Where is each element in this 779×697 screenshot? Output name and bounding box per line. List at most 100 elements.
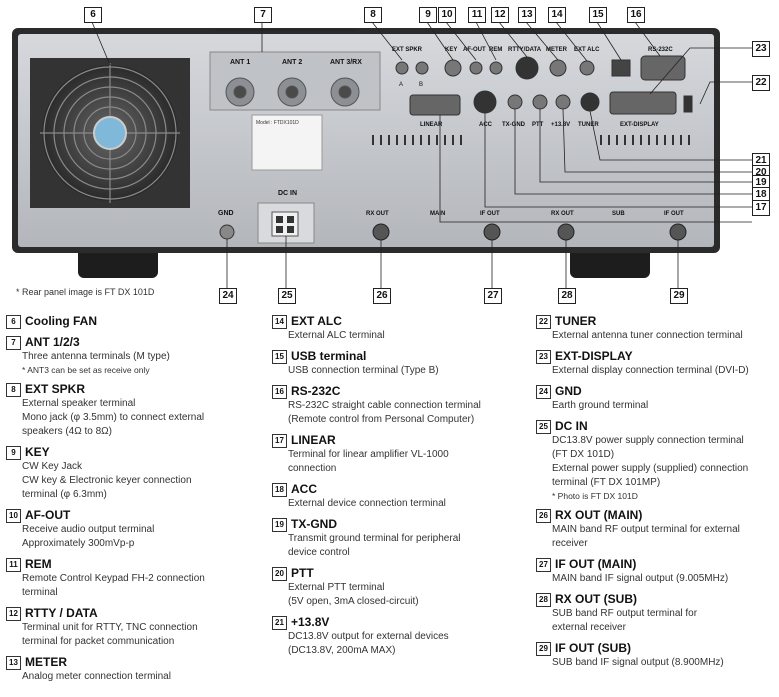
ant-connectors bbox=[225, 77, 360, 107]
legend-item-line: Terminal unit for RTTY, TNC connection bbox=[22, 622, 198, 633]
rx-out-main-label: RX OUT bbox=[366, 211, 389, 217]
if-out-sub-label: IF OUT bbox=[664, 211, 684, 217]
v138-label: +13.8V bbox=[551, 122, 570, 128]
legend-item-line: terminal (FT DX 101MP) bbox=[552, 477, 661, 488]
legend-item-title: RX OUT (MAIN) bbox=[555, 508, 643, 522]
legend-item-line: External speaker terminal bbox=[22, 398, 136, 409]
legend-item-number: 19 bbox=[272, 517, 287, 532]
sub-label: SUB bbox=[612, 211, 625, 217]
legend-item-line: Analog meter connection terminal bbox=[22, 671, 171, 682]
legend-item-line: Earth ground terminal bbox=[552, 400, 649, 411]
legend-item-number: 21 bbox=[272, 615, 287, 630]
ant3-label: ANT 3/RX bbox=[330, 59, 362, 66]
legend-item-number: 6 bbox=[6, 314, 21, 329]
legend-item-title: EXT SPKR bbox=[25, 382, 86, 396]
rear-panel-note: * Rear panel image is FT DX 101D bbox=[16, 287, 155, 297]
legend-item: 6 Cooling FAN bbox=[6, 314, 256, 329]
legend-item-line: USB connection terminal (Type B) bbox=[288, 365, 439, 376]
legend-item-number: 28 bbox=[536, 592, 551, 607]
legend-item-title: TUNER bbox=[555, 314, 597, 328]
rem-label: REM bbox=[489, 47, 502, 53]
rear-panel-diagram: ANT 1 ANT 2 ANT 3/RX Model : FTDX101D EX… bbox=[12, 21, 752, 288]
rf-out-connectors bbox=[372, 223, 687, 241]
legend-item-number: 29 bbox=[536, 641, 551, 656]
legend-item-line: Transmit ground terminal for peripheral bbox=[288, 533, 461, 544]
legend-item-number: 17 bbox=[272, 433, 287, 448]
legend-item-line: (DC13.8V, 200mA MAX) bbox=[288, 645, 396, 656]
ext-spkr-label: EXT SPKR bbox=[392, 47, 423, 53]
rs232c-label: RS-232C bbox=[648, 47, 673, 53]
meter-label: METER bbox=[546, 47, 568, 53]
callout-27: 27 bbox=[484, 288, 502, 304]
legend-item-line: MAIN band IF signal output (9.005MHz) bbox=[552, 573, 729, 584]
legend-item-line: device control bbox=[288, 547, 350, 558]
sticker-text: Model : FTDX101D bbox=[256, 120, 299, 126]
legend-item-line: RS-232C straight cable connection termin… bbox=[288, 400, 481, 411]
legend-item-title: Cooling FAN bbox=[25, 314, 97, 328]
legend-item-line: CW Key Jack bbox=[22, 461, 83, 472]
callout-12: 12 bbox=[491, 7, 509, 23]
legend-item-line: Mono jack (φ 3.5mm) to connect external bbox=[22, 412, 205, 423]
legend-item-title: AF-OUT bbox=[25, 508, 71, 522]
legend-item-number: 18 bbox=[272, 482, 287, 497]
legend-item-line: speakers (4Ω to 8Ω) bbox=[22, 426, 112, 437]
callout-11: 11 bbox=[468, 7, 486, 23]
if-out-main-label: IF OUT bbox=[480, 211, 500, 217]
legend-item-line: (FT DX 101D) bbox=[552, 449, 615, 460]
legend-item-line: (Remote control from Personal Computer) bbox=[288, 414, 475, 425]
legend-item-number: 12 bbox=[6, 606, 21, 621]
callout-9: 9 bbox=[419, 7, 437, 23]
tuner-label: TUNER bbox=[578, 122, 599, 128]
ext-alc-label: EXT ALC bbox=[574, 47, 600, 53]
legend-item-title: RS-232C bbox=[291, 384, 341, 398]
ptt-label: PTT bbox=[532, 122, 544, 128]
callout-7: 7 bbox=[254, 7, 272, 23]
callout-15: 15 bbox=[589, 7, 607, 23]
tx-gnd-label: TX-GND bbox=[502, 122, 526, 128]
legend-item-line: External PTT terminal bbox=[288, 582, 385, 593]
legend-item-footnote: * Photo is FT DX 101D bbox=[552, 491, 638, 501]
legend-item-heading: 18 ACC bbox=[272, 482, 522, 497]
callout-23: 23 bbox=[752, 41, 770, 57]
legend-item-footnote: * ANT3 can be set as receive only bbox=[22, 365, 150, 375]
legend-item-title: ANT 1/2/3 bbox=[25, 335, 80, 349]
legend-item-number: 25 bbox=[536, 419, 551, 434]
callout-28: 28 bbox=[558, 288, 576, 304]
legend-item-line: SUB band IF signal output (8.900MHz) bbox=[552, 657, 724, 668]
model-sticker bbox=[251, 114, 323, 171]
af-out-label: AF-OUT bbox=[463, 47, 486, 53]
legend-item-number: 8 bbox=[6, 382, 21, 397]
legend-item-number: 26 bbox=[536, 508, 551, 523]
callout-22: 22 bbox=[752, 75, 770, 91]
gnd-label: GND bbox=[218, 210, 234, 217]
legend-item-line: MAIN band RF output terminal for externa… bbox=[552, 524, 740, 535]
legend-item-line: CW key & Electronic keyer connection bbox=[22, 475, 192, 486]
legend-item-title: ACC bbox=[291, 482, 317, 496]
legend-item-number: 11 bbox=[6, 557, 21, 572]
legend-item-number: 9 bbox=[6, 445, 21, 460]
legend-item-title: IF OUT (SUB) bbox=[555, 641, 631, 655]
spkr-a-label: A bbox=[399, 82, 403, 88]
legend-item-number: 15 bbox=[272, 349, 287, 364]
legend-item-line: External device connection terminal bbox=[288, 498, 446, 509]
legend-item-number: 14 bbox=[272, 314, 287, 329]
